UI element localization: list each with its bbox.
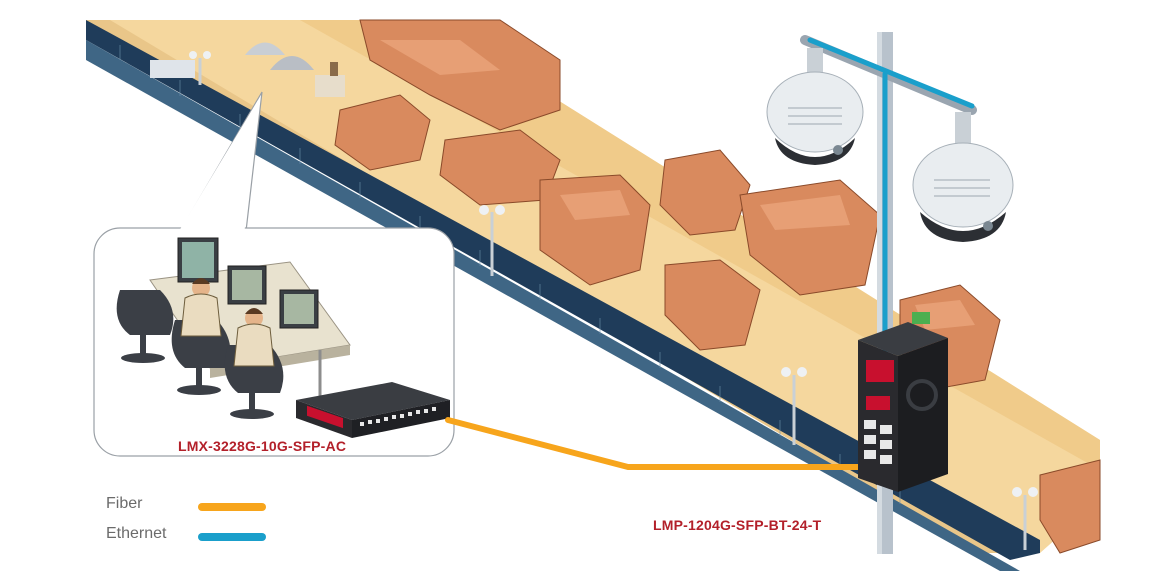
monitor-icon <box>177 237 319 329</box>
dome-camera-icon-2 <box>912 112 1014 242</box>
legend-fiber-swatch <box>198 503 266 511</box>
legend-ethernet-swatch <box>198 533 266 541</box>
street-light-1 <box>479 205 505 276</box>
street-light-3 <box>1012 487 1038 550</box>
base-buildings <box>150 42 345 97</box>
dome-camera-icon <box>766 48 864 165</box>
legend-ethernet-label: Ethernet <box>106 525 167 542</box>
security-operator-icon <box>180 278 275 367</box>
network-switch-icon <box>296 382 450 438</box>
edge-poe-switch <box>858 312 948 492</box>
street-light-4 <box>189 51 211 85</box>
fiber-link <box>445 417 868 470</box>
ethernet-links <box>807 37 975 378</box>
legend-fiber-label: Fiber <box>106 495 143 512</box>
core-switch-label: LMX-3228G-10G-SFP-AC <box>178 438 347 454</box>
street-light-2 <box>781 367 807 445</box>
edge-switch-label: LMP-1204G-SFP-BT-24-T <box>653 517 822 533</box>
border-fence <box>86 20 1040 571</box>
